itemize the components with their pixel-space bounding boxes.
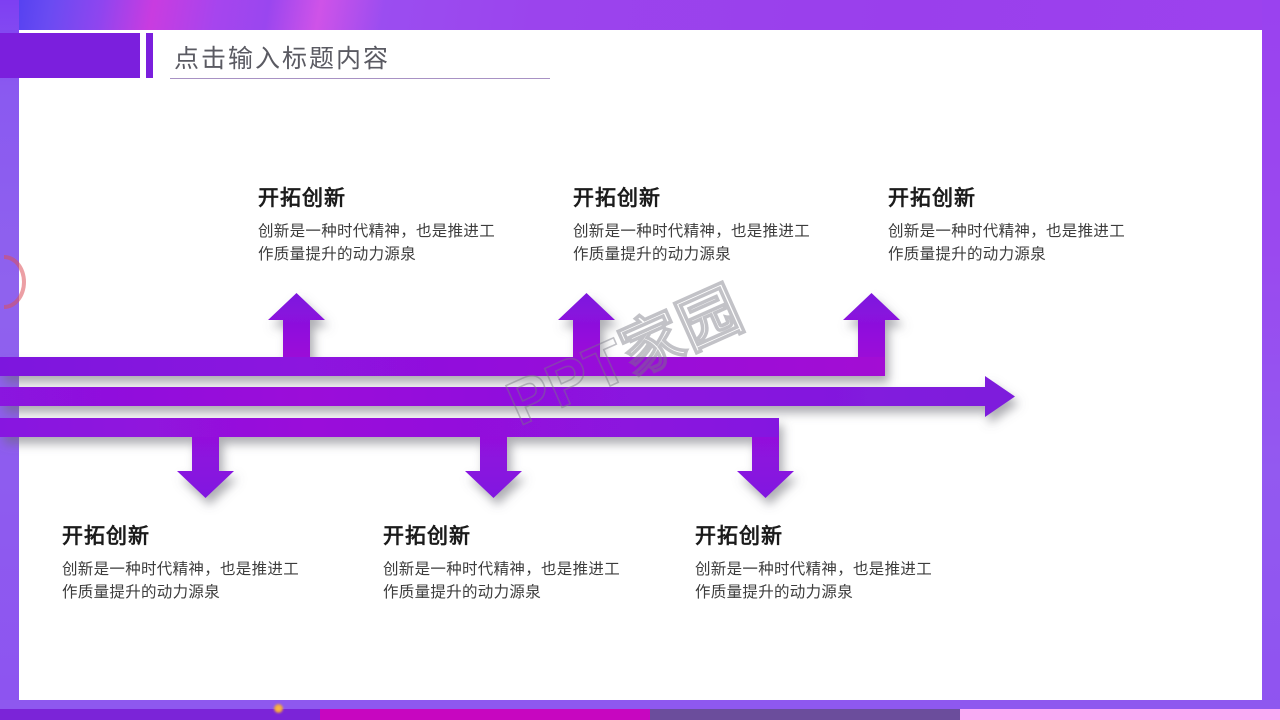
bottom-item-2: 开拓创新 创新是一种时代精神，也是推进工作质量提升的动力源泉 xyxy=(383,520,633,604)
bottom-item-3: 开拓创新 创新是一种时代精神，也是推进工作质量提升的动力源泉 xyxy=(695,520,945,604)
header-underline xyxy=(170,78,550,79)
arrow-flow-diagram xyxy=(0,285,1060,515)
top-item-1-body: 创新是一种时代精神，也是推进工作质量提升的动力源泉 xyxy=(258,223,496,263)
bottom-item-2-heading: 开拓创新 xyxy=(383,525,471,548)
bottom-item-2-body: 创新是一种时代精神，也是推进工作质量提升的动力源泉 xyxy=(383,561,621,601)
header-accent-bar xyxy=(146,33,153,78)
color-swatch-4 xyxy=(960,709,1280,720)
bottom-item-3-body: 创新是一种时代精神，也是推进工作质量提升的动力源泉 xyxy=(695,561,933,601)
color-swatch-2 xyxy=(320,709,650,720)
top-item-3-heading: 开拓创新 xyxy=(888,187,976,210)
top-item-2-heading: 开拓创新 xyxy=(573,187,661,210)
bottom-item-1: 开拓创新 创新是一种时代精神，也是推进工作质量提升的动力源泉 xyxy=(62,520,312,604)
top-item-2: 开拓创新 创新是一种时代精神，也是推进工作质量提升的动力源泉 xyxy=(573,182,823,266)
top-item-3-body: 创新是一种时代精神，也是推进工作质量提升的动力源泉 xyxy=(888,223,1126,263)
top-item-3: 开拓创新 创新是一种时代精神，也是推进工作质量提升的动力源泉 xyxy=(888,182,1138,266)
bottom-item-3-heading: 开拓创新 xyxy=(695,525,783,548)
dot-accent-decoration xyxy=(274,704,283,713)
page-title: 点击输入标题内容 xyxy=(174,45,391,73)
top-item-1: 开拓创新 创新是一种时代精神，也是推进工作质量提升的动力源泉 xyxy=(258,182,508,266)
top-item-2-body: 创新是一种时代精神，也是推进工作质量提升的动力源泉 xyxy=(573,223,811,263)
right-border-band xyxy=(1262,0,1280,720)
color-swatch-3 xyxy=(650,709,960,720)
bottom-item-1-body: 创新是一种时代精神，也是推进工作质量提升的动力源泉 xyxy=(62,561,300,601)
bottom-item-1-heading: 开拓创新 xyxy=(62,525,150,548)
color-swatch-1 xyxy=(0,709,320,720)
bottom-color-strip xyxy=(0,709,1280,720)
top-gradient-band xyxy=(0,0,1280,30)
top-item-1-heading: 开拓创新 xyxy=(258,187,346,210)
header-accent-block xyxy=(0,33,140,78)
